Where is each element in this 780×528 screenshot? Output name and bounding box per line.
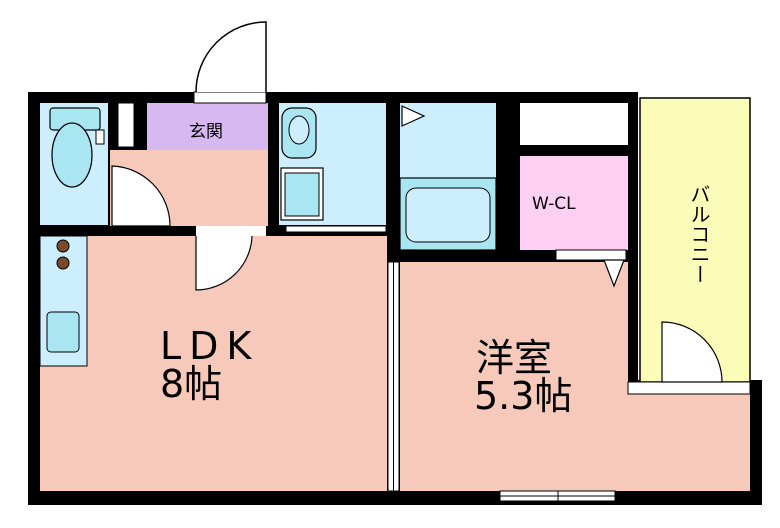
entrance-opening [193, 91, 267, 104]
wash-door-opening [285, 225, 387, 233]
wcl-door-marker [603, 259, 625, 288]
toilet-door-swing [111, 165, 171, 227]
bath-door [401, 105, 426, 127]
ldk-size: 8帖 [160, 362, 223, 406]
wcl-door-opening [555, 249, 627, 261]
stove-burner-2 [56, 256, 70, 270]
bath-wcl-wall [496, 103, 520, 262]
balcony-label: バルコニー [687, 184, 711, 284]
ldk-door-swing [195, 235, 253, 291]
paper-holder [95, 129, 105, 145]
western-room-name: 洋室 [476, 336, 553, 380]
shoe-cabinet [117, 102, 135, 148]
storage-floor [520, 103, 628, 145]
western-room-size: 5.3帖 [474, 374, 573, 418]
entrance-door-swing [195, 21, 267, 93]
ldk-name: LDK [160, 324, 260, 368]
washing-machine-inner [284, 172, 320, 217]
wcl-floor [520, 156, 628, 250]
wash-basin-bowl [288, 115, 310, 145]
door-opening [196, 226, 266, 236]
genkan-floor [147, 103, 268, 150]
partition-wall [110, 226, 280, 236]
western-room-floor [400, 262, 628, 491]
kitchen-sink [46, 311, 80, 353]
toilet-bowl [51, 122, 93, 188]
balcony-door-opening [627, 381, 751, 395]
wcl-label: W-CL [532, 194, 576, 214]
storage-wcl-wall [520, 145, 628, 156]
balcony-door-swing [661, 321, 723, 383]
bathtub-inner [405, 187, 491, 243]
stove-burner-1 [56, 239, 70, 253]
western-room-floor-ext [628, 394, 750, 491]
genkan-label: 玄関 [189, 122, 223, 142]
